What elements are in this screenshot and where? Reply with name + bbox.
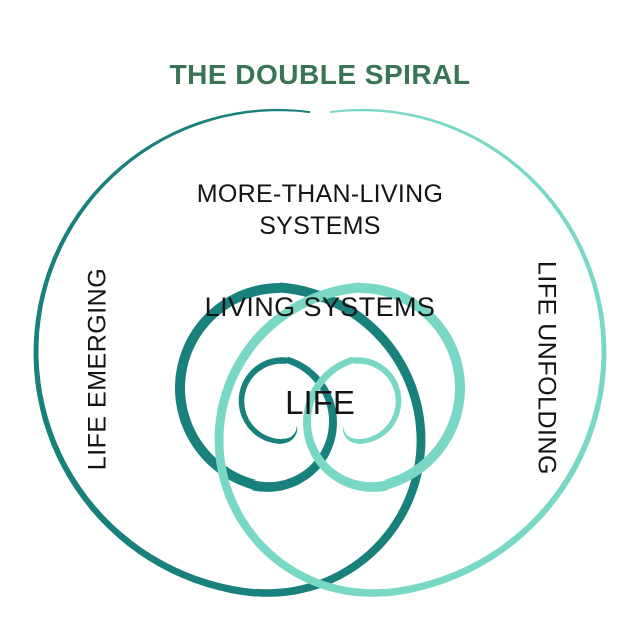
outer-ring-label-line1: MORE-THAN-LIVING bbox=[196, 180, 444, 208]
life-emerging-label: LIFE EMERGING bbox=[83, 267, 112, 471]
life-unfolding-label: LIFE UNFOLDING bbox=[532, 261, 561, 475]
inner-label: LIFE bbox=[285, 384, 355, 421]
diagram-title: THE DOUBLE SPIRAL bbox=[169, 59, 471, 90]
outer-ring-label: MORE-THAN-LIVING SYSTEMS bbox=[0, 178, 640, 242]
middle-ring-label: LIVING SYSTEMS bbox=[204, 292, 436, 322]
outer-ring-label-line2: SYSTEMS bbox=[259, 212, 381, 240]
